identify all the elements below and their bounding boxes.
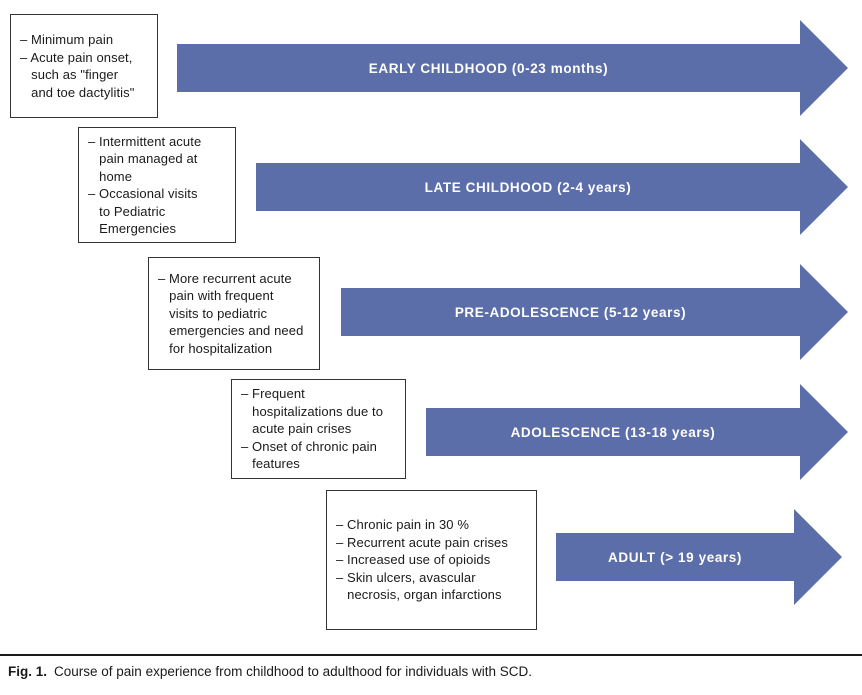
stage-label: EARLY CHILDHOOD (0-23 months) bbox=[368, 60, 609, 76]
note-text: – Minimum pain – Acute pain onset, such … bbox=[20, 32, 135, 100]
note-box-adult: – Chronic pain in 30 % – Recurrent acute… bbox=[326, 490, 537, 630]
stage-label: LATE CHILDHOOD (2-4 years) bbox=[424, 179, 632, 195]
note-text: – Frequent hospitalizations due to acute… bbox=[241, 386, 384, 472]
note-box-late-childhood: – Intermittent acute pain managed at hom… bbox=[78, 127, 236, 243]
arrow-head-icon bbox=[800, 264, 848, 360]
stage-arrow-pre-adolescence: PRE-ADOLESCENCE (5-12 years) bbox=[341, 264, 848, 360]
stage-arrow-late-childhood: LATE CHILDHOOD (2-4 years) bbox=[256, 139, 848, 235]
arrow-head-icon bbox=[800, 20, 848, 116]
arrow-body: ADULT (> 19 years) bbox=[556, 533, 794, 581]
arrow-body: PRE-ADOLESCENCE (5-12 years) bbox=[341, 288, 800, 336]
note-box-early-childhood: – Minimum pain – Acute pain onset, such … bbox=[10, 14, 158, 118]
caption-text: Course of pain experience from childhood… bbox=[54, 664, 533, 679]
stage-label: ADOLESCENCE (13-18 years) bbox=[510, 424, 716, 440]
caption-divider bbox=[0, 654, 862, 656]
stage-arrow-adolescence: ADOLESCENCE (13-18 years) bbox=[426, 384, 848, 480]
caption-label: Fig. 1. bbox=[8, 664, 48, 679]
arrow-head-icon bbox=[794, 509, 842, 605]
stage-arrow-adult: ADULT (> 19 years) bbox=[556, 509, 842, 605]
arrow-head-icon bbox=[800, 139, 848, 235]
arrow-body: LATE CHILDHOOD (2-4 years) bbox=[256, 163, 800, 211]
note-text: – More recurrent acute pain with frequen… bbox=[158, 270, 304, 356]
note-text: – Intermittent acute pain managed at hom… bbox=[88, 133, 202, 237]
note-text: – Chronic pain in 30 % – Recurrent acute… bbox=[336, 517, 508, 603]
stage-label: ADULT (> 19 years) bbox=[608, 549, 742, 565]
arrow-body: EARLY CHILDHOOD (0-23 months) bbox=[177, 44, 800, 92]
stage-arrow-early-childhood: EARLY CHILDHOOD (0-23 months) bbox=[177, 20, 848, 116]
stage-label: PRE-ADOLESCENCE (5-12 years) bbox=[454, 304, 687, 320]
figure-caption: Fig. 1. Course of pain experience from ch… bbox=[8, 663, 854, 681]
arrow-body: ADOLESCENCE (13-18 years) bbox=[426, 408, 800, 456]
arrow-head-icon bbox=[800, 384, 848, 480]
note-box-pre-adolescence: – More recurrent acute pain with frequen… bbox=[148, 257, 320, 370]
note-box-adolescence: – Frequent hospitalizations due to acute… bbox=[231, 379, 406, 479]
